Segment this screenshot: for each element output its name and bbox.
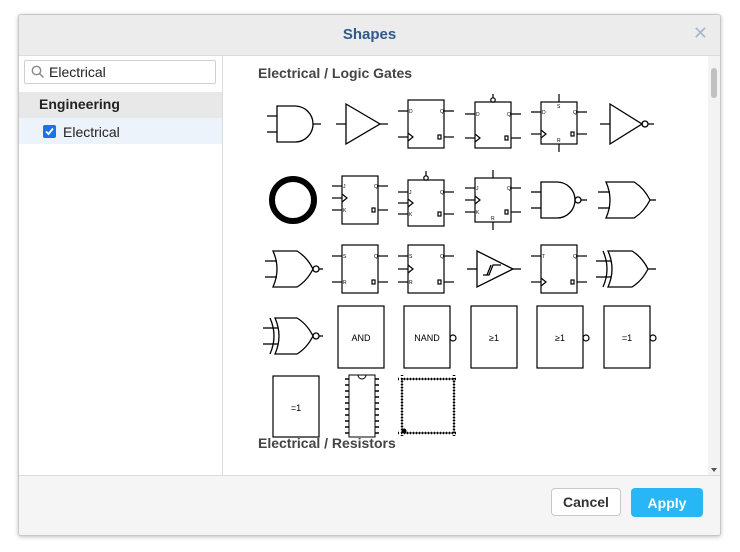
svg-text:R: R [409, 280, 413, 286]
schmitt-trigger-shape[interactable] [463, 239, 523, 299]
sidebar-item-label: Electrical [63, 124, 120, 140]
xor-block-label: =1 [291, 403, 301, 413]
ring-circle-shape[interactable] [263, 170, 323, 230]
svg-text:K: K [409, 212, 413, 218]
svg-text:Q: Q [507, 186, 511, 192]
svg-text:R: R [491, 216, 495, 222]
dialog-title: Shapes [342, 26, 397, 43]
shapes-dialog: Shapes ✕ Engineering Electrical Electric… [18, 14, 721, 536]
dip-ic-shape[interactable] [330, 374, 390, 438]
checkbox-electrical[interactable] [43, 125, 56, 138]
xnor-block-shape[interactable]: =1 [596, 305, 657, 369]
svg-text:Q: Q [440, 254, 444, 260]
jk-flip-flop-set-reset-shape[interactable]: J K Q R [463, 170, 523, 230]
svg-text:Q: Q [374, 254, 378, 260]
plcc-ic-shape[interactable] [396, 375, 458, 437]
svg-text:S: S [409, 254, 413, 260]
dialog-titlebar: Shapes ✕ [19, 15, 720, 56]
scrollbar-thumb[interactable] [711, 68, 717, 98]
inverter-shape[interactable] [596, 94, 656, 154]
or-gate-shape[interactable] [596, 170, 656, 230]
scroll-down-icon[interactable] [711, 468, 717, 472]
section-title-logic-gates: Electrical / Logic Gates [258, 65, 413, 81]
svg-text:Q: Q [440, 109, 444, 115]
nand-gate-shape[interactable] [529, 170, 589, 230]
dialog-footer: Cancel Apply [19, 475, 720, 535]
svg-text:D: D [476, 112, 480, 118]
sidebar-item-electrical[interactable]: Electrical [19, 118, 222, 144]
svg-text:S: S [343, 254, 347, 260]
nand-block-label: NAND [414, 333, 440, 343]
xor-gate-shape[interactable] [596, 239, 656, 299]
svg-text:K: K [476, 210, 480, 216]
svg-text:D: D [542, 110, 546, 116]
or-block-label: ≥1 [489, 333, 499, 343]
search-input[interactable] [49, 63, 209, 81]
svg-text:Q: Q [573, 254, 577, 260]
nor-block-label: ≥1 [555, 333, 565, 343]
svg-text:Q: Q [440, 190, 444, 196]
search-icon [31, 65, 45, 79]
svg-text:Q: Q [374, 184, 378, 190]
rs-flip-flop-shape[interactable]: S R Q [396, 239, 456, 299]
or-block-shape[interactable]: ≥1 [463, 305, 523, 369]
apply-button[interactable]: Apply [631, 488, 703, 517]
section-title-resistors: Electrical / Resistors [258, 435, 396, 451]
cancel-button[interactable]: Cancel [551, 488, 621, 516]
category-label: Engineering [39, 96, 120, 112]
svg-text:Q: Q [573, 110, 577, 116]
svg-text:R: R [557, 138, 561, 144]
nand-block-shape[interactable]: NAND [396, 305, 457, 369]
search-box [24, 60, 216, 84]
close-icon[interactable]: ✕ [692, 23, 708, 43]
svg-text:R: R [343, 280, 347, 286]
and-gate-shape[interactable] [263, 94, 323, 154]
category-engineering[interactable]: Engineering [19, 92, 222, 118]
nor-block-shape[interactable]: ≥1 [529, 305, 590, 369]
d-flip-flop-set-reset-shape[interactable]: D Q S R [529, 94, 589, 154]
and-block-shape[interactable]: AND [330, 305, 390, 369]
xor-block-shape[interactable]: =1 [263, 375, 323, 438]
and-block-label: AND [351, 333, 371, 343]
buffer-shape[interactable] [330, 94, 390, 154]
rs-latch-shape[interactable]: S R Q [330, 239, 390, 299]
jk-flip-flop-shape[interactable]: J K Q [330, 170, 390, 230]
svg-text:S: S [557, 104, 561, 110]
svg-text:K: K [343, 208, 347, 214]
svg-text:J: J [409, 190, 412, 196]
jk-flip-flop-clear-shape[interactable]: J K Q [396, 170, 456, 230]
xnor-gate-shape[interactable] [263, 306, 323, 366]
sidebar: Engineering Electrical [19, 56, 223, 475]
svg-text:J: J [476, 186, 479, 192]
nor-gate-shape[interactable] [263, 239, 323, 299]
vertical-scrollbar[interactable] [708, 56, 720, 475]
svg-text:Q: Q [507, 112, 511, 118]
svg-text:D: D [409, 109, 413, 115]
svg-text:J: J [343, 184, 346, 190]
svg-text:T: T [542, 254, 545, 260]
xnor-block-label: =1 [622, 333, 632, 343]
